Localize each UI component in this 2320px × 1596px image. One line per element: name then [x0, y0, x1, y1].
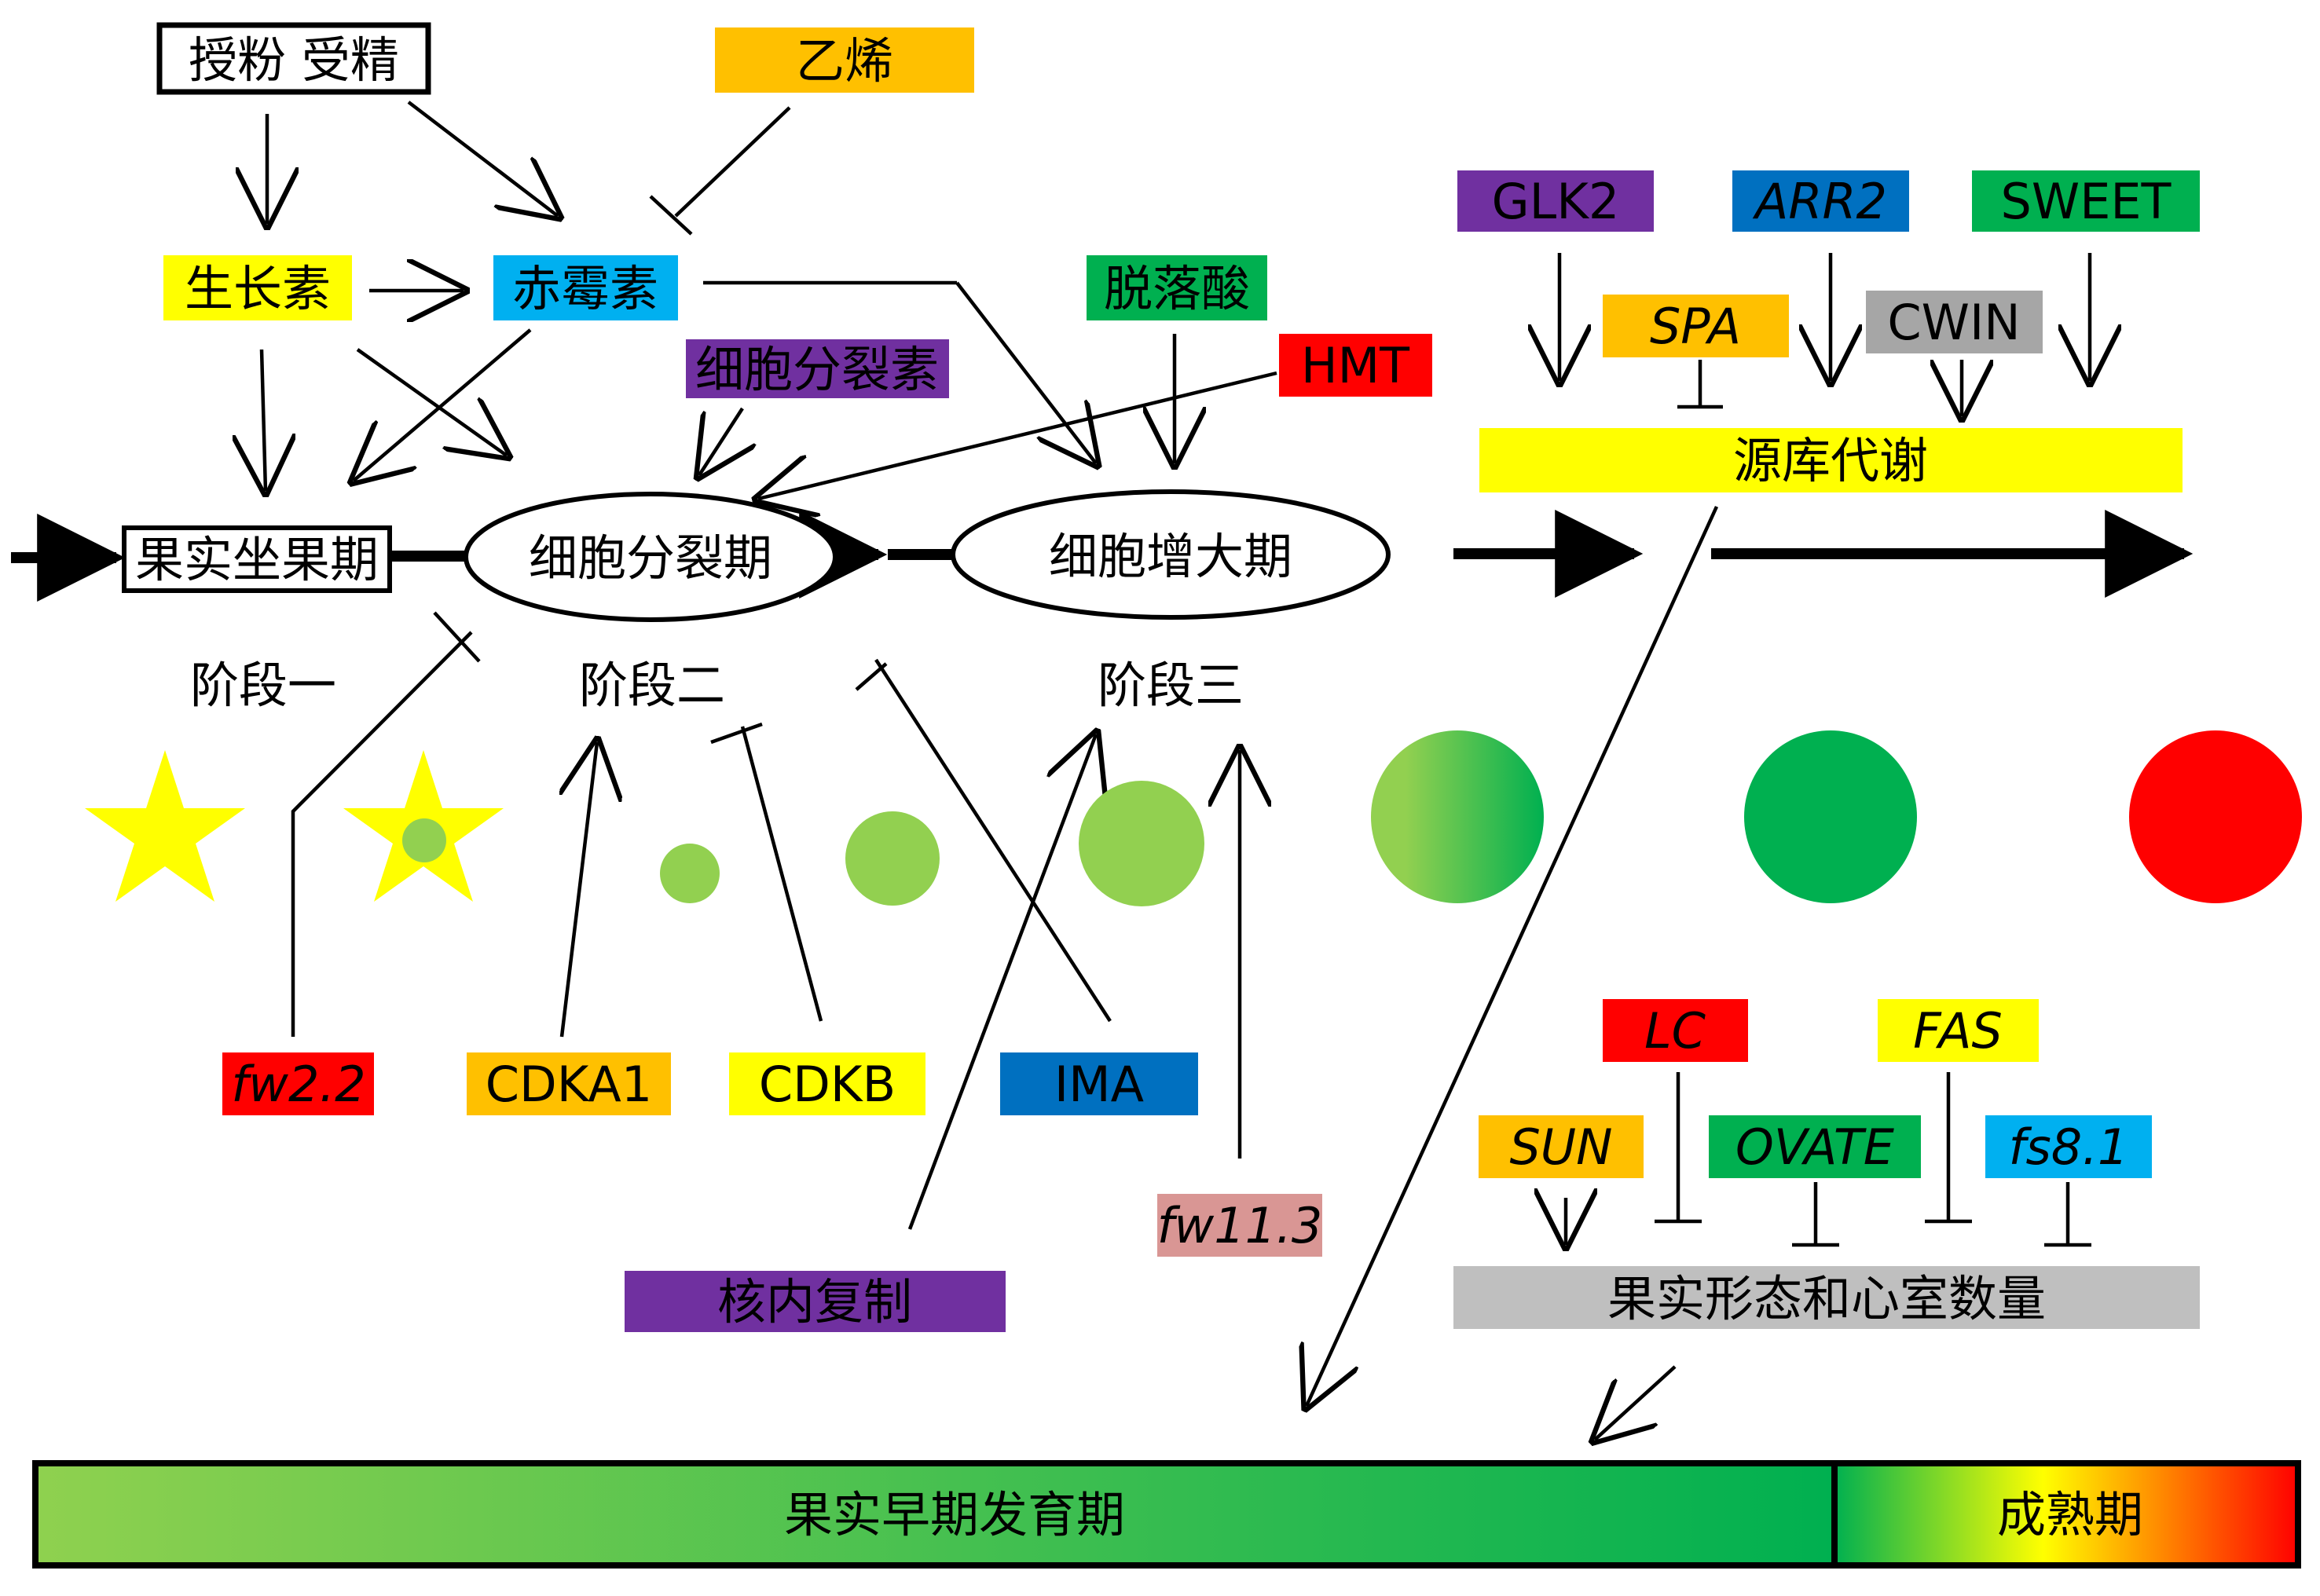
fs81-label: fs8.1: [2009, 1118, 2129, 1176]
arr2-box: ARR2: [1732, 170, 1909, 232]
cwin-box: CWIN: [1866, 291, 2043, 353]
ima-box: IMA: [1000, 1052, 1198, 1115]
fruit-shape-box: 果实形态和心室数量: [1453, 1266, 2200, 1329]
cytokinin-label: 细胞分裂素: [695, 341, 939, 398]
glk2-box: GLK2: [1457, 170, 1654, 232]
lc-label: LC: [1644, 1002, 1706, 1060]
flower-star-icon: [85, 750, 245, 902]
fruit-set-box: 果实坐果期: [122, 525, 392, 593]
ethylene-label: 乙烯: [796, 32, 893, 90]
stage3-label: 阶段三: [1098, 657, 1244, 714]
endoreduplication-box: 核内复制: [625, 1271, 1006, 1332]
arrows: [262, 101, 2090, 1440]
stage1-label: 阶段一: [190, 657, 336, 714]
ovary-dot-icon: [402, 818, 446, 862]
fs81-box: fs8.1: [1985, 1115, 2152, 1178]
fruit-ripe-red-icon: [2129, 730, 2302, 903]
cdka1-box: CDKA1: [467, 1052, 671, 1115]
fw113-box: fw11.3: [1157, 1194, 1323, 1257]
fw22-box: fw2.2: [222, 1052, 374, 1115]
inhibition-lines: [291, 106, 2091, 1247]
fas-label: FAS: [1913, 1002, 2003, 1060]
endoreduplication-label: 核内复制: [717, 1273, 912, 1331]
development-bar: 果实早期发育期 成熟期: [32, 1460, 2301, 1569]
source-sink-label: 源库代谢: [1733, 432, 1928, 489]
gibberellin-label: 赤霉素: [512, 260, 658, 317]
hmt-box: HMT: [1279, 334, 1432, 397]
fruit-mature-green-icon: [1744, 730, 1917, 903]
cdkb-box: CDKB: [729, 1052, 925, 1115]
arr2-label: ARR2: [1752, 173, 1887, 230]
cell-division-node: 细胞分裂期: [464, 492, 837, 622]
cell-expansion-label: 细胞增大期: [1049, 528, 1292, 585]
cell-division-label: 细胞分裂期: [529, 529, 772, 587]
sun-box: SUN: [1479, 1115, 1644, 1178]
auxin-label: 生长素: [185, 260, 331, 317]
source-sink-box: 源库代谢: [1479, 428, 2183, 492]
fas-box: FAS: [1878, 999, 2039, 1062]
pollination-box: 授粉 受精: [156, 22, 431, 95]
pollination-label: 授粉 受精: [189, 31, 399, 89]
ovate-label: OVATE: [1735, 1118, 1895, 1176]
early-development-label: 果实早期发育期: [784, 1486, 1125, 1543]
spa-box: SPA: [1603, 295, 1789, 357]
sweet-label: SWEET: [2001, 173, 2172, 230]
ovate-box: OVATE: [1709, 1115, 1921, 1178]
cdka1-label: CDKA1: [486, 1056, 652, 1113]
cwin-label: CWIN: [1887, 294, 2020, 351]
ethylene-box: 乙烯: [715, 27, 974, 93]
spa-label: SPA: [1650, 298, 1741, 355]
fw22-label: fw2.2: [231, 1056, 365, 1113]
sweet-box: SWEET: [1972, 170, 2200, 232]
fruit-medium-icon: [1079, 781, 1204, 906]
fruit-small-icon: [845, 811, 940, 906]
fruit-tiny-icon: [660, 844, 720, 903]
auxin-box: 生长素: [163, 255, 352, 320]
fruit-growth-sequence: [85, 730, 2302, 906]
abscisic-acid-label: 脱落酸: [1104, 260, 1250, 317]
fruit-set-label: 果实坐果期: [135, 531, 379, 588]
gibberellin-box: 赤霉素: [493, 255, 678, 320]
fruit-shape-label: 果实形态和心室数量: [1607, 1270, 2046, 1327]
glk2-label: GLK2: [1492, 173, 1620, 230]
stage2-label: 阶段二: [579, 657, 725, 714]
cdkb-label: CDKB: [759, 1056, 896, 1113]
lc-box: LC: [1603, 999, 1748, 1062]
ima-label: IMA: [1054, 1056, 1144, 1113]
hmt-label: HMT: [1301, 337, 1410, 394]
fruit-large-mixed-icon: [1371, 730, 1544, 903]
ripening-label: 成熟期: [1997, 1486, 2143, 1543]
cytokinin-box: 细胞分裂素: [686, 339, 949, 398]
sun-label: SUN: [1509, 1118, 1612, 1176]
cell-expansion-node: 细胞增大期: [951, 489, 1391, 620]
abscisic-acid-box: 脱落酸: [1087, 255, 1267, 320]
fw113-label: fw11.3: [1157, 1197, 1323, 1254]
